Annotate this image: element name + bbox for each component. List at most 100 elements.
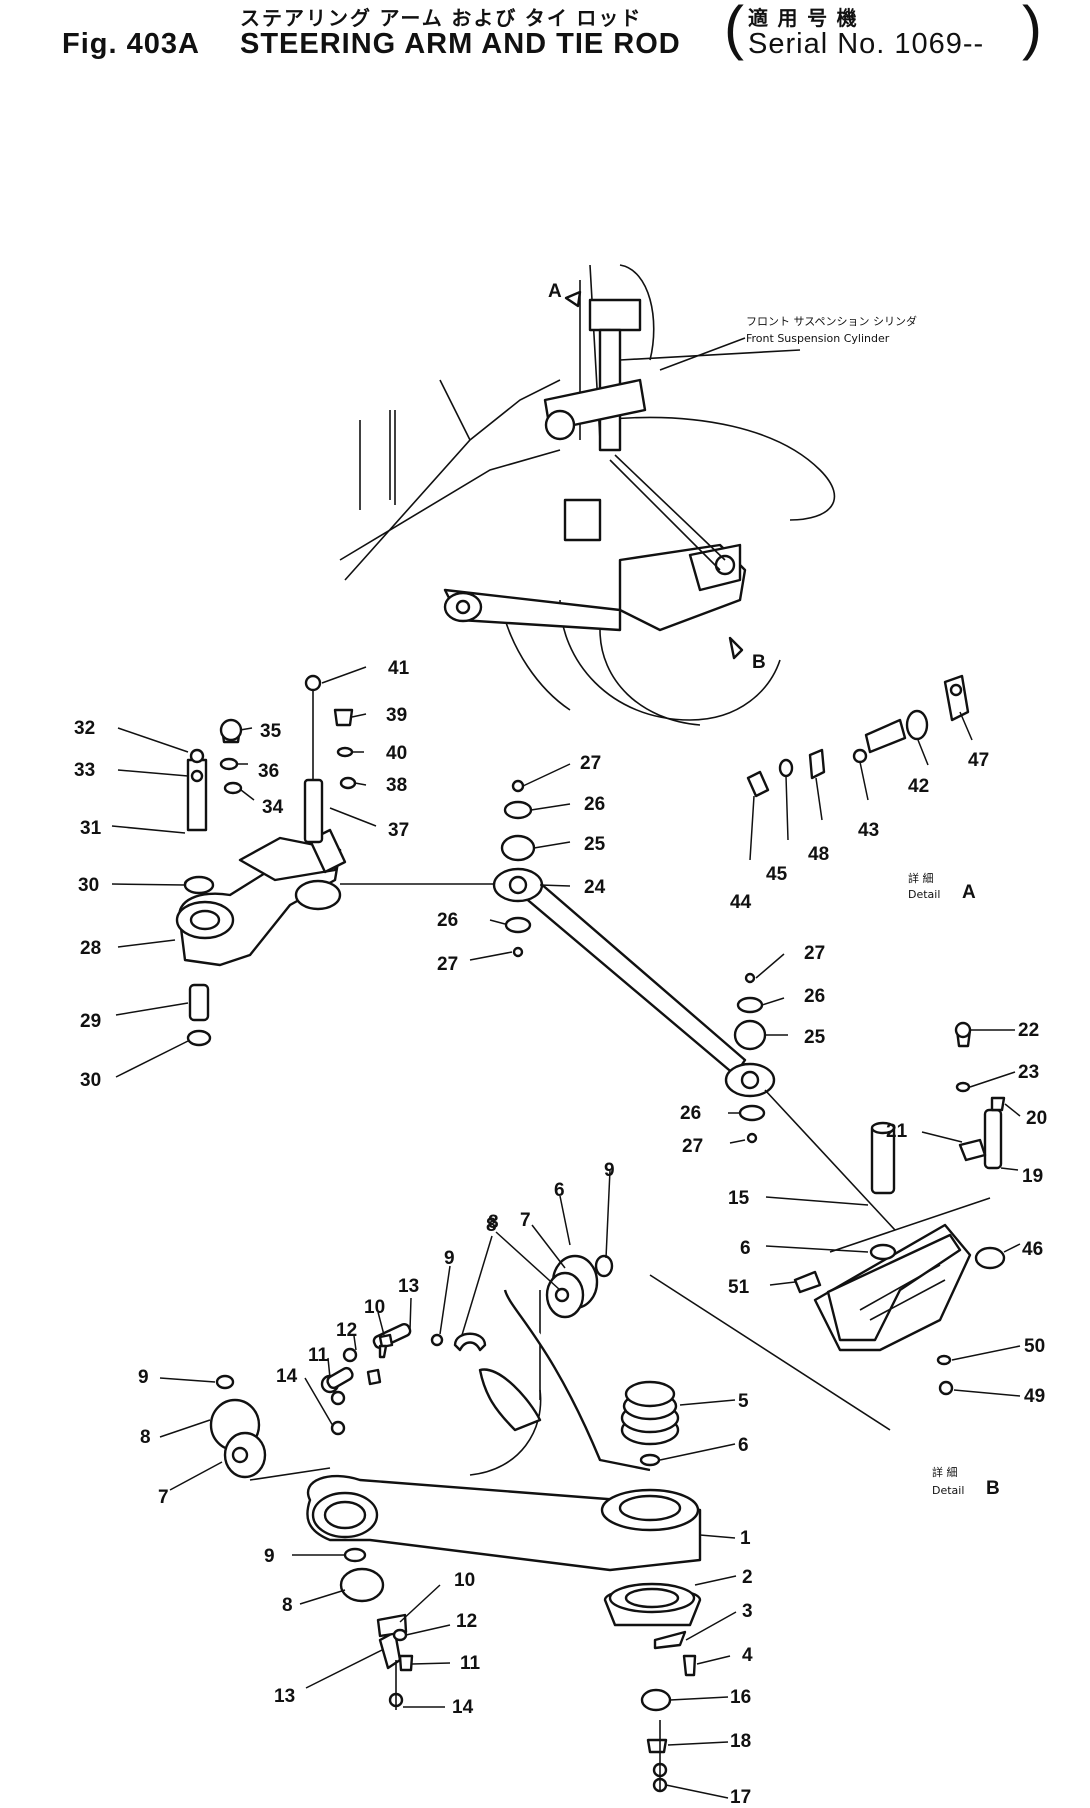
callout-51: 51 bbox=[728, 1277, 750, 1298]
callout-9-clip: 9 bbox=[444, 1248, 455, 1269]
callout-35: 35 bbox=[260, 721, 282, 742]
callout-48-upper: 48 bbox=[808, 844, 829, 865]
detail-b-caption-english: Detail bbox=[932, 1484, 964, 1497]
callout-50: 50 bbox=[1024, 1336, 1045, 1357]
callout-11-upper: 11 bbox=[308, 1345, 329, 1366]
callout-8-lower: 8 bbox=[282, 1595, 293, 1616]
callout-44: 44 bbox=[730, 892, 752, 913]
callout-26-lower: 26 bbox=[680, 1103, 701, 1124]
detail-b-caption-japanese: 詳 細 bbox=[932, 1465, 958, 1479]
callout-8-left: 8 bbox=[140, 1427, 151, 1448]
callout-26-upper: 26 bbox=[584, 794, 605, 815]
machine-frame-illustration bbox=[339, 264, 836, 726]
detail-b-parts bbox=[793, 1021, 1006, 1396]
callout-20: 20 bbox=[1026, 1108, 1047, 1129]
callout-22: 22 bbox=[1018, 1020, 1039, 1041]
callout-43: 43 bbox=[858, 820, 879, 841]
callout-41: 41 bbox=[388, 658, 410, 679]
callout-9-lower: 9 bbox=[264, 1546, 275, 1567]
callout-25-right: 25 bbox=[804, 1027, 826, 1048]
callout-7-left: 7 bbox=[158, 1487, 169, 1508]
callout-31: 31 bbox=[80, 818, 102, 839]
cylinder-leader bbox=[659, 337, 746, 371]
callout-labels: 41 39 35 40 36 38 34 32 33 31 37 30 28 2… bbox=[74, 658, 1047, 1808]
detail-a-marker-arrow bbox=[564, 290, 582, 308]
callout-15: 15 bbox=[728, 1188, 750, 1209]
detail-b-marker-arrow bbox=[728, 636, 744, 660]
callout-6-right: 6 bbox=[740, 1238, 751, 1259]
detail-a-parts bbox=[746, 674, 970, 798]
detail-a-caption-english: Detail bbox=[908, 888, 940, 901]
detail-a-marker-label: A bbox=[548, 281, 562, 302]
callout-10-lower: 10 bbox=[454, 1570, 475, 1591]
callout-14-upper: 14 bbox=[276, 1366, 298, 1387]
callout-5: 5 bbox=[738, 1391, 749, 1412]
detail-a-caption-letter: A bbox=[962, 882, 976, 903]
callout-6-lower: 6 bbox=[738, 1435, 749, 1456]
callout-40: 40 bbox=[386, 743, 407, 764]
callout-6-upper: 6 bbox=[554, 1180, 565, 1201]
callout-46: 46 bbox=[1022, 1239, 1043, 1260]
applicability-open-paren: ( bbox=[724, 0, 744, 61]
callout-23: 23 bbox=[1018, 1062, 1039, 1083]
callout-30-lower: 30 bbox=[80, 1070, 101, 1091]
callout-27-right: 27 bbox=[804, 943, 825, 964]
callout-21: 21 bbox=[886, 1121, 908, 1142]
callout-25-upper: 25 bbox=[584, 834, 606, 855]
callout-38: 38 bbox=[386, 775, 407, 796]
callout-13-upper: 13 bbox=[398, 1276, 419, 1297]
callout-37: 37 bbox=[388, 820, 409, 841]
callout-19: 19 bbox=[1022, 1166, 1043, 1187]
callout-32: 32 bbox=[74, 718, 95, 739]
title-english: STEERING ARM AND TIE ROD bbox=[240, 28, 681, 60]
detail-a-caption-japanese: 詳 細 bbox=[908, 871, 934, 885]
cylinder-label-japanese: フロント サスペンション シリンダ bbox=[746, 314, 917, 328]
callout-1: 1 bbox=[740, 1528, 751, 1549]
knuckle-arm-assembly bbox=[209, 1254, 891, 1793]
callout-16: 16 bbox=[730, 1687, 751, 1708]
callout-36: 36 bbox=[258, 761, 279, 782]
callout-47: 47 bbox=[968, 750, 989, 771]
callout-8-clip: 8 bbox=[486, 1215, 497, 1236]
callout-13-lower: 13 bbox=[274, 1686, 295, 1707]
callout-18: 18 bbox=[730, 1731, 751, 1752]
steering-arm-assembly bbox=[175, 674, 357, 1047]
applicability-japanese: 適 用 号 機 bbox=[748, 8, 859, 30]
callout-11-lower: 11 bbox=[460, 1653, 481, 1674]
callout-49: 49 bbox=[1024, 1386, 1045, 1407]
callout-34: 34 bbox=[262, 797, 284, 818]
callout-2: 2 bbox=[742, 1567, 753, 1588]
callout-24: 24 bbox=[584, 877, 606, 898]
callout-17: 17 bbox=[730, 1787, 751, 1808]
callout-12-upper: 12 bbox=[336, 1320, 357, 1341]
callout-12-lower: 12 bbox=[456, 1611, 477, 1632]
callout-30: 30 bbox=[78, 875, 99, 896]
callout-27-upper: 27 bbox=[580, 753, 601, 774]
callout-14-lower: 14 bbox=[452, 1697, 474, 1718]
callout-8-upper-right: 8 bbox=[488, 1212, 499, 1233]
detail-b-marker-label: B bbox=[752, 652, 766, 673]
title-japanese: ステアリング アーム および タイ ロッド bbox=[240, 8, 643, 30]
figure-label: Fig. 403A bbox=[62, 28, 200, 60]
callout-27-left: 27 bbox=[437, 954, 458, 975]
callout-29: 29 bbox=[80, 1011, 101, 1032]
tie-rod-assembly bbox=[340, 779, 896, 1231]
callout-7-upper: 7 bbox=[520, 1210, 531, 1231]
callout-4: 4 bbox=[742, 1645, 753, 1666]
callout-3: 3 bbox=[742, 1601, 753, 1622]
callout-26-right: 26 bbox=[804, 986, 825, 1007]
callout-9-upper-right: 9 bbox=[604, 1160, 615, 1181]
detail-b-caption-letter: B bbox=[986, 1478, 1000, 1499]
callout-42: 42 bbox=[908, 776, 929, 797]
callout-39: 39 bbox=[386, 705, 407, 726]
callout-9-left: 9 bbox=[138, 1367, 149, 1388]
applicability-serial: Serial No. 1069-- bbox=[748, 28, 985, 60]
callout-10-upper: 10 bbox=[364, 1297, 385, 1318]
callout-45: 45 bbox=[766, 864, 788, 885]
callout-26-left: 26 bbox=[437, 910, 458, 931]
applicability-close-paren: ) bbox=[1022, 0, 1042, 61]
callout-28: 28 bbox=[80, 938, 101, 959]
callout-27-lower: 27 bbox=[682, 1136, 703, 1157]
callout-33: 33 bbox=[74, 760, 95, 781]
